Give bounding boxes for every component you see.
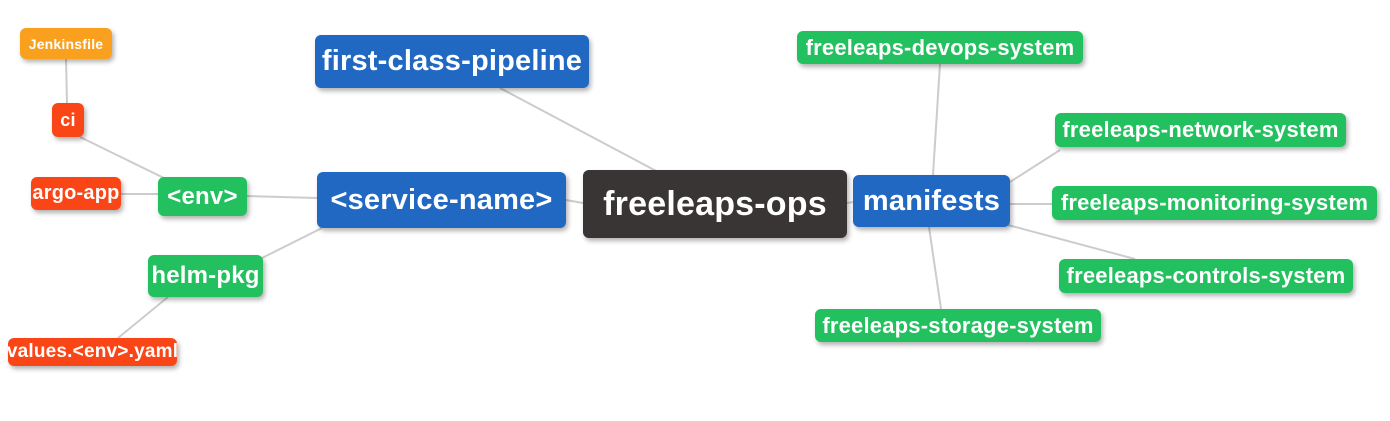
- node-env[interactable]: <env>: [158, 177, 247, 216]
- edge-helm-pkg-values: [117, 296, 169, 339]
- node-first-class-pipeline[interactable]: first-class-pipeline: [315, 35, 589, 88]
- edge-manifests-storage: [928, 226, 942, 310]
- node-network-system[interactable]: freeleaps-network-system: [1055, 113, 1346, 147]
- node-controls-system[interactable]: freeleaps-controls-system: [1059, 259, 1353, 293]
- edge-manifests-network: [1009, 149, 1061, 183]
- node-helm-pkg[interactable]: helm-pkg: [148, 255, 263, 297]
- node-jenkinsfile[interactable]: Jenkinsfile: [20, 28, 112, 59]
- node-manifests[interactable]: manifests: [853, 175, 1010, 227]
- node-storage-system[interactable]: freeleaps-storage-system: [815, 309, 1101, 342]
- edge-ops-manifests: [846, 201, 854, 204]
- node-devops-system[interactable]: freeleaps-devops-system: [797, 31, 1083, 64]
- node-freeleaps-ops-root[interactable]: freeleaps-ops: [583, 170, 847, 238]
- edge-env-service-name: [246, 195, 318, 199]
- edge-pipeline-ops: [499, 87, 659, 173]
- edge-service-name-ops: [565, 199, 584, 204]
- node-values-env-yaml[interactable]: values.<env>.yaml: [7, 338, 178, 366]
- node-ci[interactable]: ci: [52, 103, 84, 137]
- edge-manifests-devops: [932, 63, 941, 176]
- edge-service-name-helm-pkg: [257, 227, 323, 261]
- node-argo-app[interactable]: argo-app: [31, 177, 121, 210]
- edge-jenkinsfile-ci: [65, 58, 68, 104]
- node-service-name[interactable]: <service-name>: [317, 172, 566, 228]
- edge-manifests-controls: [1007, 224, 1136, 260]
- node-monitoring-system[interactable]: freeleaps-monitoring-system: [1052, 186, 1377, 220]
- edge-ci-env: [79, 136, 167, 180]
